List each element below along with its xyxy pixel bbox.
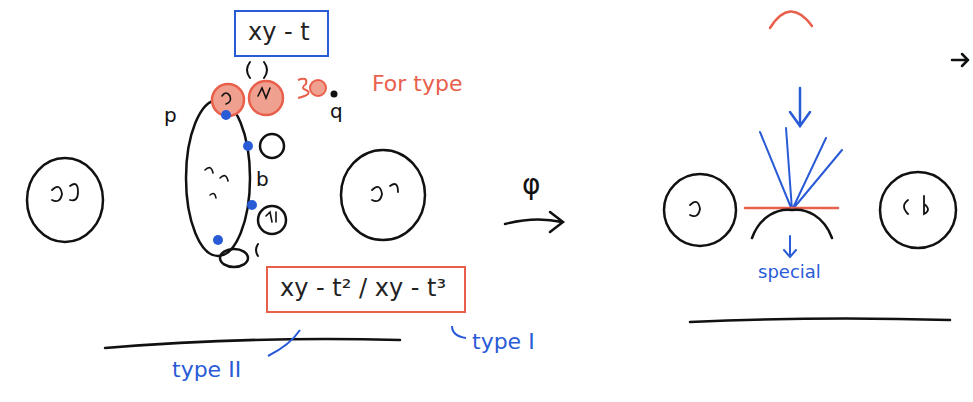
tail-scribble [258, 88, 270, 98]
component-scribble [52, 184, 78, 201]
special-fiber [664, 11, 968, 322]
base-curve [105, 339, 400, 348]
parenthesis-marks [256, 244, 258, 256]
note-text: special [758, 262, 821, 282]
blue-points [213, 110, 257, 245]
partial-arrow [952, 54, 968, 66]
marked-point [247, 200, 257, 210]
blue-branches [760, 128, 842, 210]
marked-point [243, 141, 253, 151]
curve-component [27, 158, 103, 242]
curve-component [880, 172, 956, 248]
component-scribble [372, 184, 398, 201]
tail-scribble [266, 212, 276, 222]
curve-component [341, 150, 425, 240]
cusp-curve [752, 210, 832, 238]
red-scribble [310, 80, 326, 96]
red-tail [249, 81, 283, 115]
pointer-stroke [268, 330, 300, 356]
main-component [186, 100, 250, 256]
type-label: type II [172, 358, 241, 382]
black-tail [220, 249, 248, 267]
marked-point [221, 110, 231, 120]
component-scribble [205, 168, 228, 198]
equation-box: xy - t [234, 10, 329, 57]
curve-component [664, 174, 736, 246]
black-tail [258, 206, 286, 234]
point-label: b [256, 168, 269, 190]
component-scribble [904, 196, 928, 214]
type-label: type I [472, 330, 535, 354]
equation-text: xy - t² / xy - t³ [280, 274, 446, 302]
map-label: φ [522, 170, 540, 201]
pointer-stroke [452, 326, 466, 338]
equation-box: xy - t² / xy - t³ [266, 266, 466, 313]
down-arrow [790, 88, 810, 126]
tail-scribble [222, 93, 231, 104]
parenthesis-marks [247, 62, 267, 78]
point-label: p [164, 104, 177, 126]
point-label: q [330, 100, 343, 122]
base-curve [690, 318, 950, 322]
red-scribble [298, 79, 309, 98]
note-text: For type [372, 72, 463, 96]
curve-sketch [27, 62, 425, 348]
special-pointer [784, 236, 796, 257]
equation-text: xy - t [248, 18, 310, 46]
red-bump [770, 11, 812, 28]
point-q [331, 91, 338, 98]
black-tail [260, 134, 284, 158]
marked-point [213, 235, 223, 245]
component-scribble [690, 202, 700, 216]
map-arrow [505, 212, 563, 232]
